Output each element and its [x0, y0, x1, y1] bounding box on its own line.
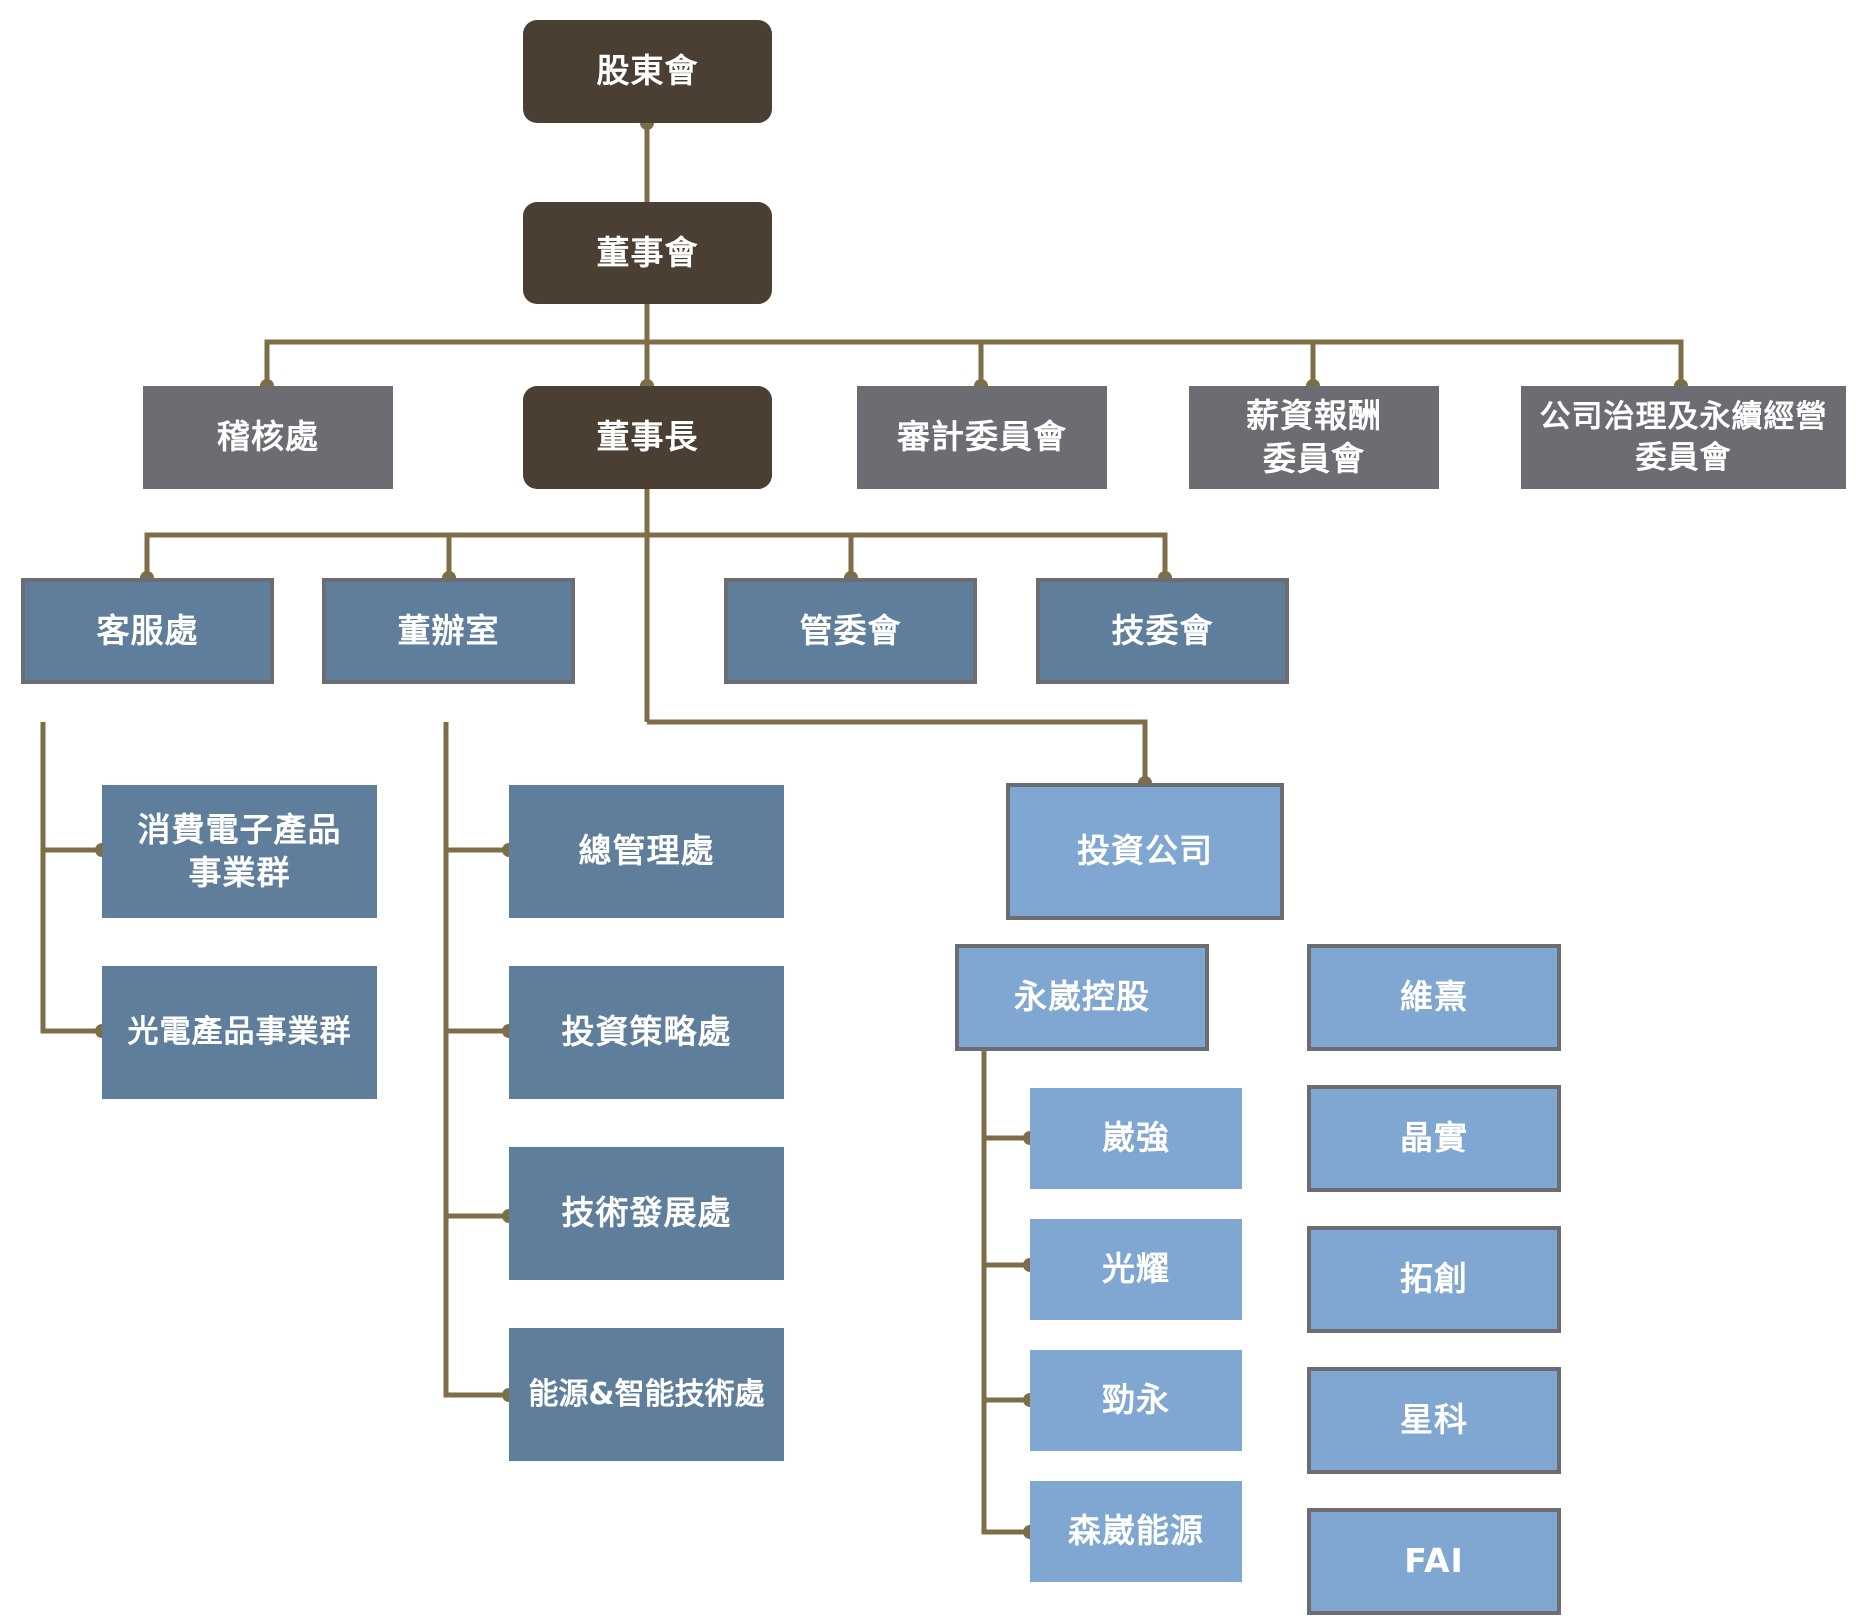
node-compensation-committee: 薪資報酬 委員會: [1189, 386, 1439, 489]
node-jinyong: 勁永: [1030, 1350, 1242, 1451]
node-customer-service: 客服處: [21, 578, 274, 684]
node-tech-development: 技術發展處: [509, 1147, 784, 1280]
node-jingshi: 晶實: [1307, 1085, 1561, 1192]
connector-line: [264, 339, 1684, 386]
connector-line: [40, 722, 102, 1034]
node-management-committee: 管委會: [724, 578, 977, 684]
node-xingke: 星科: [1307, 1367, 1561, 1474]
node-yongwei-holding: 永崴控股: [955, 944, 1209, 1051]
node-tuochuang: 拓創: [1307, 1226, 1561, 1333]
node-senwei-energy: 森崴能源: [1030, 1481, 1242, 1582]
node-weiqiang: 崴強: [1030, 1088, 1242, 1189]
node-governance-committee: 公司治理及永續經營 委員會: [1521, 386, 1846, 489]
node-shareholders: 股東會: [523, 20, 772, 123]
node-audit-committee: 審計委員會: [857, 386, 1107, 489]
node-guangyao: 光耀: [1030, 1219, 1242, 1320]
connector-line: [647, 719, 1148, 783]
node-investment-strategy: 投資策略處: [509, 966, 784, 1099]
node-board-office: 董辦室: [322, 578, 575, 684]
node-general-management: 總管理處: [509, 785, 784, 918]
node-audit-office: 稽核處: [143, 386, 393, 489]
node-optoelectronics: 光電產品事業群: [102, 966, 377, 1099]
node-energy-smart-tech: 能源&智能技術處: [509, 1328, 784, 1461]
node-consumer-electronics: 消費電子產品 事業群: [102, 785, 377, 918]
node-investment-company: 投資公司: [1006, 783, 1284, 920]
connector-line: [981, 1051, 1030, 1535]
connector-line: [144, 532, 1168, 578]
node-fai: FAI: [1307, 1508, 1561, 1615]
connector-line: [443, 722, 509, 1398]
node-tech-committee: 技委會: [1036, 578, 1289, 684]
node-weixi: 維熹: [1307, 944, 1561, 1051]
node-board: 董事會: [523, 202, 772, 304]
node-chairman: 董事長: [523, 386, 772, 489]
